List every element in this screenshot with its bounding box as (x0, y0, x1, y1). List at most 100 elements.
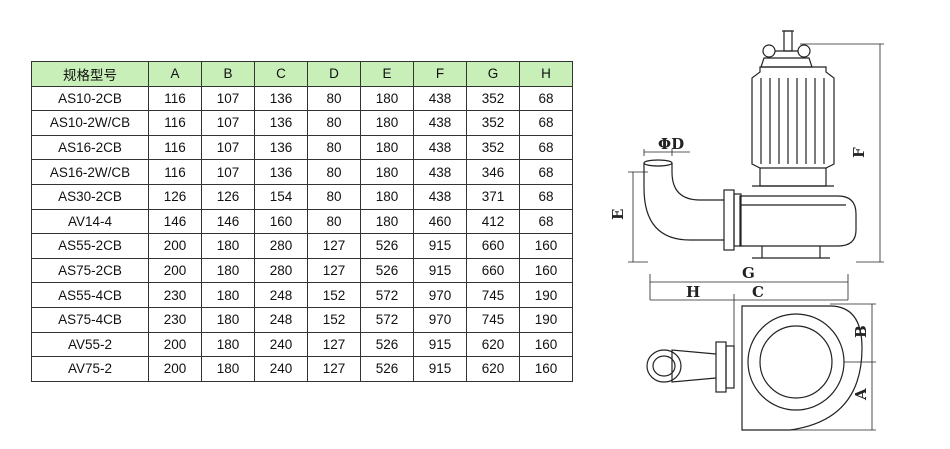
value-cell: 180 (360, 159, 414, 185)
value-cell: 915 (413, 356, 467, 382)
value-cell: 80 (307, 183, 361, 210)
value-cell: 620 (466, 331, 520, 358)
value-cell: 526 (360, 233, 414, 259)
value-cell: 745 (466, 306, 520, 333)
value-cell: 80 (307, 110, 361, 136)
value-cell: 107 (201, 159, 255, 185)
value-cell: 572 (360, 282, 414, 308)
value-cell: 127 (307, 257, 361, 284)
value-cell: 745 (466, 282, 520, 308)
value-cell: 180 (201, 306, 255, 333)
value-cell: 248 (254, 306, 308, 333)
header-f: F (413, 61, 467, 87)
model-cell: AS10-2CB (31, 85, 149, 112)
value-cell: 160 (519, 356, 573, 382)
model-cell: AS30-2CB (31, 183, 149, 210)
dim-label-e: E (609, 209, 627, 220)
header-c: C (254, 61, 308, 87)
value-cell: 970 (413, 282, 467, 308)
value-cell: 136 (254, 85, 308, 112)
value-cell: 160 (519, 233, 573, 259)
value-cell: 180 (201, 356, 255, 382)
value-cell: 526 (360, 331, 414, 358)
value-cell: 200 (148, 233, 202, 259)
value-cell: 126 (148, 183, 202, 210)
dim-label-b: B (852, 325, 870, 338)
value-cell: 200 (148, 257, 202, 284)
value-cell: 80 (307, 85, 361, 112)
value-cell: 526 (360, 257, 414, 284)
value-cell: 127 (307, 331, 361, 358)
value-cell: 180 (360, 110, 414, 136)
value-cell: 116 (148, 159, 202, 185)
value-cell: 371 (466, 183, 520, 210)
header-e: E (360, 61, 414, 87)
value-cell: 180 (360, 208, 414, 235)
value-cell: 352 (466, 85, 520, 112)
value-cell: 240 (254, 356, 308, 382)
header-d: D (307, 61, 361, 87)
value-cell: 68 (519, 208, 573, 235)
value-cell: 352 (466, 134, 520, 161)
header-model: 规格型号 (31, 61, 149, 87)
value-cell: 190 (519, 282, 573, 308)
header-b: B (201, 61, 255, 87)
value-cell: 240 (254, 331, 308, 358)
value-cell: 915 (413, 331, 467, 358)
value-cell: 230 (148, 282, 202, 308)
value-cell: 438 (413, 85, 467, 112)
dim-label-a: A (852, 388, 870, 401)
value-cell: 126 (201, 183, 255, 210)
value-cell: 180 (201, 233, 255, 259)
value-cell: 136 (254, 159, 308, 185)
value-cell: 160 (519, 257, 573, 284)
value-cell: 107 (201, 85, 255, 112)
value-cell: 146 (201, 208, 255, 235)
value-cell: 438 (413, 159, 467, 185)
value-cell: 68 (519, 183, 573, 210)
dim-label-c: C (752, 283, 764, 301)
value-cell: 352 (466, 110, 520, 136)
value-cell: 127 (307, 233, 361, 259)
value-cell: 136 (254, 134, 308, 161)
value-cell: 68 (519, 134, 573, 161)
model-cell: AS16-2W/CB (31, 159, 149, 185)
value-cell: 160 (519, 331, 573, 358)
value-cell: 180 (201, 257, 255, 284)
value-cell: 180 (201, 331, 255, 358)
dim-label-h: H (686, 283, 700, 301)
value-cell: 152 (307, 282, 361, 308)
value-cell: 438 (413, 134, 467, 161)
value-cell: 915 (413, 257, 467, 284)
model-cell: AS10-2W/CB (31, 110, 149, 136)
model-cell: AV75-2 (31, 356, 149, 382)
value-cell: 190 (519, 306, 573, 333)
value-cell: 107 (201, 110, 255, 136)
value-cell: 146 (148, 208, 202, 235)
header-g: G (466, 61, 520, 87)
dim-label-phi-d: ΦD (658, 135, 684, 153)
value-cell: 127 (307, 356, 361, 382)
model-cell: AS75-2CB (31, 257, 149, 284)
value-cell: 438 (413, 110, 467, 136)
model-cell: AS55-4CB (31, 282, 149, 308)
value-cell: 526 (360, 356, 414, 382)
value-cell: 116 (148, 110, 202, 136)
value-cell: 200 (148, 356, 202, 382)
value-cell: 572 (360, 306, 414, 333)
value-cell: 80 (307, 208, 361, 235)
model-cell: AS55-2CB (31, 233, 149, 259)
value-cell: 280 (254, 233, 308, 259)
dim-label-f: F (850, 147, 868, 158)
